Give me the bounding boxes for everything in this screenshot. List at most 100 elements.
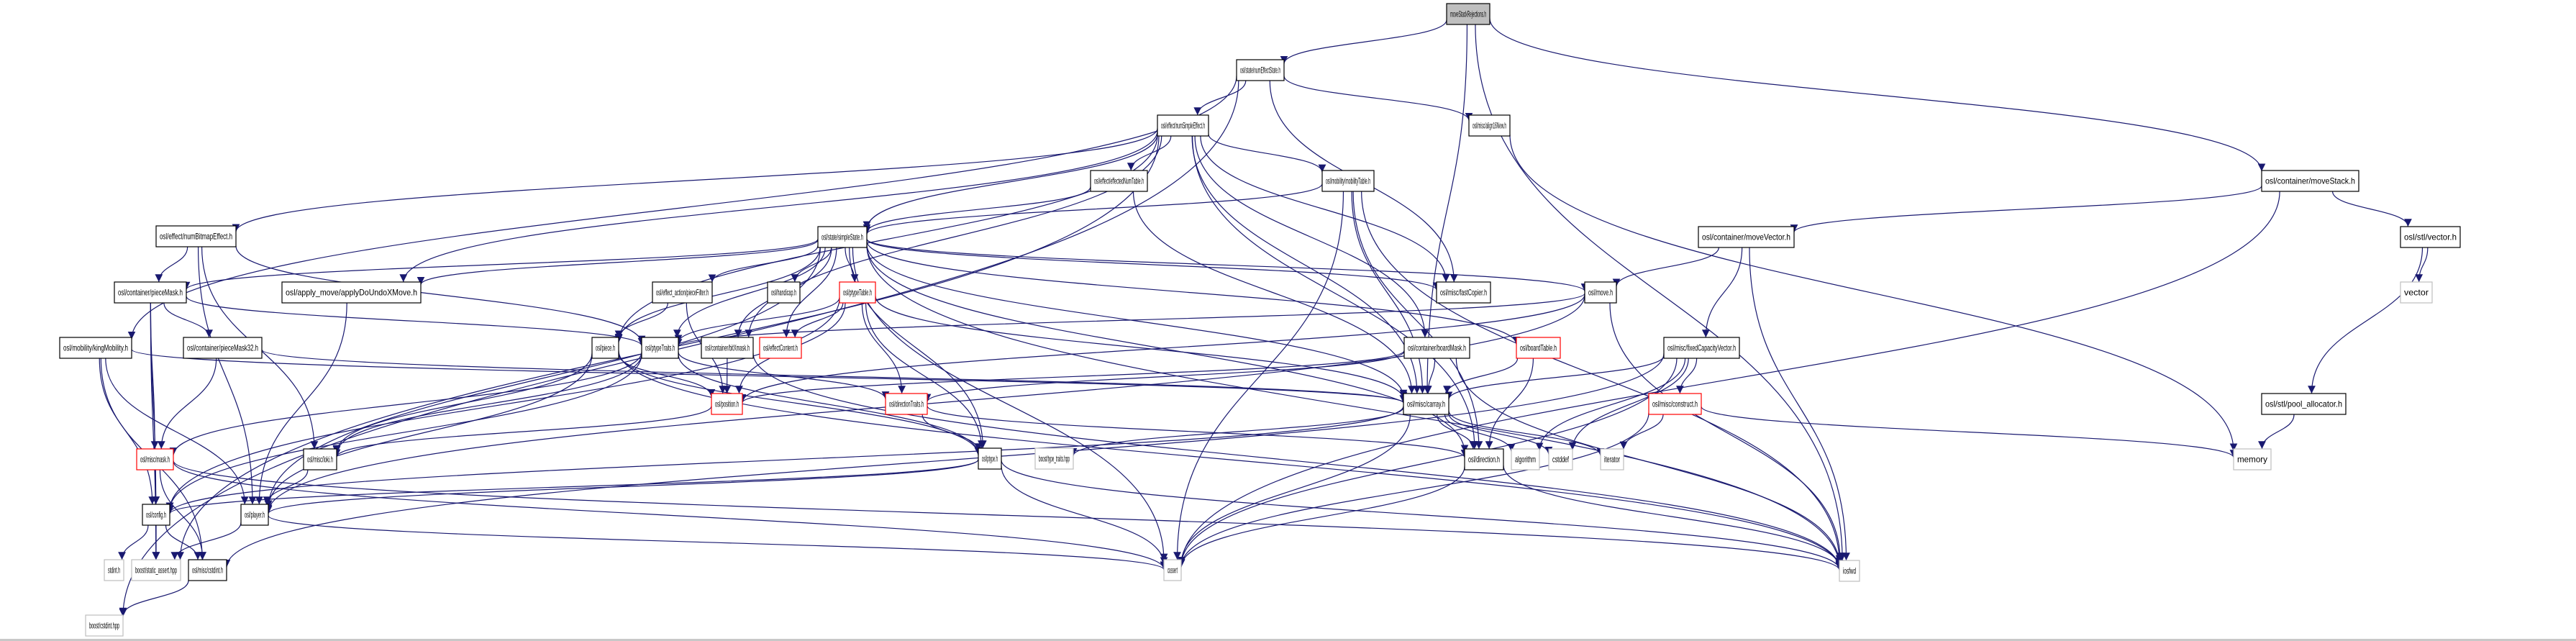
graph-node-effected-num-table[interactable]: osl/effect/effectedNumTable.h	[1090, 170, 1148, 192]
graph-node-position[interactable]: osl/position.h	[711, 393, 743, 415]
edge-ptypeTraits-to-directionTraits	[678, 352, 890, 400]
graph-node-num-effect-state[interactable]: osl/state/numEffectState.h	[1236, 59, 1285, 81]
node-box	[1698, 226, 1795, 248]
graph-node-piece-mask32[interactable]: osl/container/pieceMask32.h	[183, 337, 263, 359]
edge-mobilityTable-to-direction	[1352, 191, 1483, 450]
node-label: osl/misc/fastCopier.h	[1440, 288, 1487, 298]
edge-moveStackRejections-to-iosfwd	[1475, 24, 1847, 561]
edge-config-to-cstdintH	[165, 524, 202, 560]
edge-simpleState-to-cassert	[852, 247, 1168, 562]
edge-direction-to-iosfwd	[1503, 465, 1844, 568]
nodes-layer: moveStackRejections.h osl/state/numEffect…	[59, 3, 2461, 637]
node-box	[839, 281, 876, 304]
graph-node-direction[interactable]: osl/direction.h	[1464, 448, 1504, 470]
edge-moveStack-to-stlVector	[2331, 191, 2412, 227]
graph-node-loki[interactable]: osl/misc/loki.h	[303, 448, 337, 470]
graph-node-move-vector[interactable]: osl/container/moveVector.h	[1698, 226, 1795, 248]
node-label: osl/effectContent.h	[763, 343, 798, 353]
node-label: osl/container/moveVector.h	[1702, 232, 1790, 242]
node-label: osl/config.h	[146, 510, 166, 520]
graph-node-ptype-table[interactable]: osl/ptypeTable.h	[839, 281, 876, 304]
edge-moveStack-to-moveVector	[1790, 185, 2262, 233]
edge-mask-to-cassert	[173, 461, 1168, 570]
graph-node-move[interactable]: osl/move.h	[1584, 281, 1617, 304]
edge-ptype-to-player	[264, 459, 979, 514]
node-box	[1663, 337, 1740, 359]
edge-numSimpleEffect-to-mobilityTable	[1208, 134, 1326, 173]
node-box	[136, 448, 174, 470]
edge-simpleState-to-fastCopier	[866, 239, 1441, 291]
edge-piece-to-loki	[332, 353, 593, 453]
node-label: osl/state/numEffectState.h	[1240, 65, 1280, 76]
edge-simpleState-to-iosfwd	[866, 245, 1844, 568]
edge-numBitmapEffect-to-ptypeTraits	[235, 245, 646, 344]
edge-carray-to-algorithm	[1444, 414, 1516, 452]
node-label: osl/effect/effectedNumTable.h	[1094, 176, 1144, 186]
edge-piece-to-iosfwd	[618, 350, 1844, 569]
node-box	[2400, 281, 2433, 304]
graph-node-bit-xmask[interactable]: osl/container/bitXmask.h	[701, 337, 754, 359]
node-label: osl/misc/loki.h	[307, 455, 333, 465]
graph-node-direction-traits[interactable]: osl/directionTraits.h	[885, 393, 928, 415]
graph-node-piece-mask[interactable]: osl/container/pieceMask.h	[114, 281, 187, 304]
edge-ptypeTable-to-ptype	[865, 302, 986, 449]
graph-node-carray[interactable]: osl/misc/carray.h	[1403, 393, 1449, 415]
edge-pieceMask32-to-mask	[157, 358, 217, 450]
graph-node-piece-filter[interactable]: osl/effect_action/pieceFilter.h	[652, 281, 713, 304]
edge-numEffectState-to-numSimpleEffect	[1193, 80, 1247, 116]
edge-simpleState-to-ptype	[849, 247, 987, 449]
graph-node-piece[interactable]: osl/piece.h	[591, 337, 619, 359]
graph-node-align16-new[interactable]: osl/misc/align16New.h	[1468, 114, 1511, 137]
graph-node-cstdint-h[interactable]: osl/misc/cstdint.h	[188, 559, 227, 581]
edge-simpleState-to-applyDoUndoXMove	[417, 240, 819, 285]
node-box	[591, 337, 619, 359]
edge-piece-to-player	[264, 354, 593, 509]
graph-node-move-stack-rejections[interactable]: moveStackRejections.h	[1446, 3, 1490, 25]
graph-node-effect-content[interactable]: osl/effectContent.h	[759, 337, 802, 359]
bottom-divider	[0, 639, 2576, 641]
graph-node-board-table[interactable]: osl/boardTable.h	[1516, 337, 1561, 359]
graph-node-iosfwd: iosfwd	[1839, 560, 1860, 582]
graph-node-vector: vector	[2400, 281, 2433, 304]
graph-node-construct[interactable]: osl/misc/construct.h	[1648, 393, 1702, 415]
graph-node-mobility-table[interactable]: osl/mobility/mobilityTable.h	[1321, 170, 1375, 192]
graph-node-mask[interactable]: osl/misc/mask.h	[136, 448, 174, 470]
graph-node-move-stack[interactable]: osl/container/moveStack.h	[2261, 170, 2359, 192]
edge-numBitmapEffect-to-player	[197, 246, 257, 505]
edge-fixedCapacityVector-to-algorithm	[1535, 358, 1686, 451]
graph-node-ptype-traits[interactable]: osl/ptypeTraits.h	[641, 337, 679, 359]
edge-config-to-stdint	[118, 524, 149, 560]
edge-carray-to-typeTraits	[1069, 406, 1404, 456]
graph-node-handicap[interactable]: osl/handicap.h	[767, 281, 801, 304]
graph-node-ptype[interactable]: osl/ptype.h	[978, 447, 1002, 470]
graph-node-fast-copier[interactable]: osl/misc/fastCopier.h	[1436, 281, 1491, 304]
graph-node-pool-allocator[interactable]: osl/stl/pool_allocator.h	[2261, 393, 2347, 415]
graph-node-apply-do-undo-x-move[interactable]: osl/apply_move/applyDoUndoXMove.h	[281, 281, 422, 304]
node-box	[1403, 337, 1470, 359]
node-box	[701, 337, 754, 359]
graph-node-fixed-capacity-vector[interactable]: osl/misc/fixedCapacityVector.h	[1663, 337, 1740, 359]
edge-ptype-to-config	[165, 459, 979, 514]
edge-ptypeTraits-to-ptype	[678, 354, 983, 455]
node-label: osl/misc/mask.h	[140, 455, 170, 465]
graph-node-config[interactable]: osl/config.h	[142, 504, 170, 526]
node-label: osl/effect_action/pieceFilter.h	[656, 288, 709, 298]
graph-node-num-bitmap-effect[interactable]: osl/effect/numBitmapEffect.h	[155, 225, 237, 247]
graph-node-simple-state[interactable]: osl/state/simpleState.h	[817, 226, 868, 248]
node-box	[1163, 559, 1182, 581]
edge-fixedCapacityVector-to-cassert	[1177, 358, 1678, 567]
edge-boardMask-to-carray	[1424, 358, 1436, 394]
graph-node-stl-vector[interactable]: osl/stl/vector.h	[2400, 226, 2461, 248]
graph-node-num-simple-effect[interactable]: osl/effect/numSimpleEffect.h	[1157, 114, 1209, 137]
graph-node-cstddef: cstddef	[1548, 448, 1573, 470]
graph-node-king-mobility[interactable]: osl/mobility/kingMobility.h	[59, 337, 132, 359]
node-box	[1548, 448, 1573, 470]
graph-node-player[interactable]: osl/player.h	[240, 504, 269, 526]
edge-numSimpleEffect-to-applyDoUndoXMove	[399, 130, 1158, 283]
edge-ptype-to-cassert	[1001, 465, 1168, 565]
edge-construct-to-cassert	[1177, 412, 1649, 568]
graph-node-board-mask[interactable]: osl/container/boardMask.h	[1403, 337, 1470, 359]
graph-node-boost-cstdint: boost/cstdint.hpp	[85, 614, 124, 637]
graph-node-memory: memory	[2233, 448, 2272, 470]
